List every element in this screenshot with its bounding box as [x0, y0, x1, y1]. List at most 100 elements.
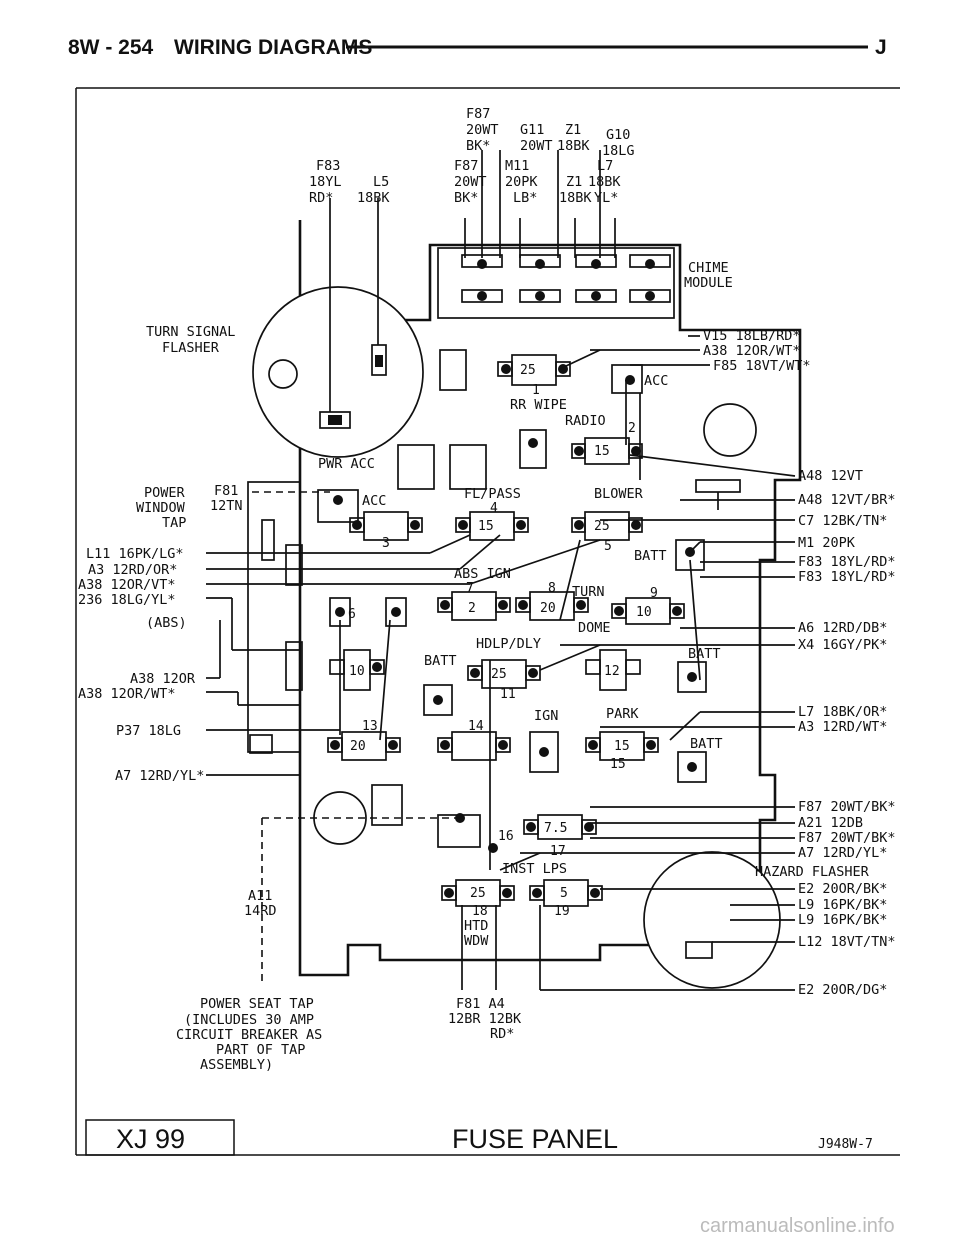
power-seat-tap-label: POWER SEAT TAP (INCLUDES 30 AMP CIRCUIT … — [176, 996, 322, 1073]
svg-text:L9 16PK/BK*: L9 16PK/BK* — [798, 897, 887, 913]
svg-text:236 18LG/YL*: 236 18LG/YL* — [78, 592, 176, 608]
footer-code: J948W-7 — [818, 1137, 873, 1152]
fuse-panel-outline — [298, 220, 802, 977]
svg-text:LB*: LB* — [513, 190, 537, 206]
footer-model: XJ 99 — [116, 1124, 185, 1154]
svg-text:18BK: 18BK — [357, 190, 390, 206]
svg-text:INST LPS: INST LPS — [502, 861, 567, 877]
header-suffix: J — [875, 36, 887, 59]
svg-text:P37 18LG: P37 18LG — [116, 723, 181, 739]
svg-text:20WT: 20WT — [520, 138, 553, 154]
chime-module — [437, 247, 675, 319]
svg-text:WDW: WDW — [464, 933, 489, 949]
svg-text:L12 18VT/TN*: L12 18VT/TN* — [798, 934, 896, 950]
svg-text:8: 8 — [548, 581, 556, 596]
svg-text:ABS IGN: ABS IGN — [454, 566, 511, 582]
svg-text:16: 16 — [498, 829, 514, 844]
svg-text:BATT: BATT — [634, 548, 667, 564]
svg-text:15: 15 — [594, 444, 610, 459]
svg-text:RADIO: RADIO — [565, 413, 606, 429]
svg-text:12TN: 12TN — [210, 498, 243, 514]
svg-text:A38 12OR/WT*: A38 12OR/WT* — [703, 343, 801, 359]
svg-text:BK*: BK* — [454, 190, 478, 206]
svg-text:Z1: Z1 — [566, 174, 582, 190]
svg-text:FL/PASS: FL/PASS — [464, 486, 521, 502]
svg-text:WINDOW: WINDOW — [136, 500, 186, 516]
svg-text:A21 12DB: A21 12DB — [798, 815, 863, 831]
header-section: 8W - 254 — [68, 36, 154, 59]
svg-text:ACC: ACC — [362, 493, 386, 509]
svg-text:PART OF TAP: PART OF TAP — [216, 1042, 305, 1058]
svg-text:F83 18YL/RD*: F83 18YL/RD* — [798, 554, 896, 570]
svg-text:E2 20OR/BK*: E2 20OR/BK* — [798, 881, 887, 897]
svg-text:A48 12VT/BR*: A48 12VT/BR* — [798, 492, 896, 508]
svg-text:PARK: PARK — [606, 706, 639, 722]
svg-text:6: 6 — [348, 607, 356, 622]
svg-text:15: 15 — [478, 519, 494, 534]
svg-text:TAP: TAP — [162, 515, 186, 531]
svg-text:L7: L7 — [597, 158, 613, 174]
svg-text:F81 A4: F81 A4 — [456, 996, 505, 1012]
svg-text:A7 12RD/YL*: A7 12RD/YL* — [115, 768, 204, 784]
svg-text:2: 2 — [628, 421, 636, 436]
svg-text:5: 5 — [604, 539, 612, 554]
svg-text:10: 10 — [636, 605, 652, 620]
top-wire-labels: F87 20WT BK* G11 20WT Z1 18BK G10 18LG F… — [309, 106, 635, 206]
svg-text:BATT: BATT — [690, 736, 723, 752]
svg-text:HTD: HTD — [464, 918, 488, 934]
svg-text:F83: F83 — [316, 158, 340, 174]
svg-text:F87 20WT/BK*: F87 20WT/BK* — [798, 830, 896, 846]
svg-text:7: 7 — [466, 581, 474, 596]
svg-text:POWER SEAT TAP: POWER SEAT TAP — [200, 996, 314, 1012]
svg-text:12BR 12BK: 12BR 12BK — [448, 1011, 522, 1027]
svg-text:RD*: RD* — [490, 1026, 514, 1042]
svg-text:M11: M11 — [505, 158, 529, 174]
turn-signal-flasher — [252, 286, 424, 458]
svg-text:4: 4 — [490, 501, 498, 516]
svg-text:YL*: YL* — [594, 190, 618, 206]
right-wire-labels: V15 18LB/RD* A38 12OR/WT* F85 18VT/WT* A… — [703, 328, 896, 998]
watermark: carmanualsonline.info — [700, 1215, 895, 1237]
svg-text:18BK: 18BK — [557, 138, 590, 154]
svg-text:ACC: ACC — [644, 373, 668, 389]
svg-text:18YL: 18YL — [309, 174, 342, 190]
svg-text:A48 12VT: A48 12VT — [798, 468, 863, 484]
svg-text:A38 12OR/VT*: A38 12OR/VT* — [78, 577, 176, 593]
svg-text:RR WIPE: RR WIPE — [510, 397, 567, 413]
svg-text:F83 18YL/RD*: F83 18YL/RD* — [798, 569, 896, 585]
svg-text:11: 11 — [500, 687, 516, 702]
svg-text:A7 12RD/YL*: A7 12RD/YL* — [798, 845, 887, 861]
svg-text:13: 13 — [362, 719, 378, 734]
svg-text:F87: F87 — [466, 106, 490, 122]
svg-text:BATT: BATT — [424, 653, 457, 669]
turn-flasher-label-1: TURN SIGNAL — [146, 324, 235, 340]
svg-text:7.5: 7.5 — [544, 821, 567, 836]
svg-text:TURN: TURN — [572, 584, 605, 600]
svg-text:20: 20 — [540, 601, 556, 616]
svg-text:G11: G11 — [520, 122, 544, 138]
svg-text:19: 19 — [554, 904, 570, 919]
abs-label: (ABS) — [146, 615, 187, 631]
svg-text:5: 5 — [560, 886, 568, 901]
header-title: WIRING DIAGRAMS — [174, 36, 372, 59]
svg-text:2: 2 — [468, 601, 476, 616]
svg-text:BATT: BATT — [688, 646, 721, 662]
svg-text:3: 3 — [382, 536, 390, 551]
right-wire-lines — [520, 335, 796, 991]
svg-text:12: 12 — [604, 664, 620, 679]
svg-text:PWR ACC: PWR ACC — [318, 456, 375, 472]
svg-text:X4 16GY/PK*: X4 16GY/PK* — [798, 637, 887, 653]
svg-text:9: 9 — [650, 586, 658, 601]
svg-text:C7 12BK/TN*: C7 12BK/TN* — [798, 513, 887, 529]
svg-text:HDLP/DLY: HDLP/DLY — [476, 636, 541, 652]
svg-text:CIRCUIT BREAKER AS: CIRCUIT BREAKER AS — [176, 1027, 322, 1043]
chime-label-2: MODULE — [684, 275, 733, 291]
svg-text:25: 25 — [470, 886, 486, 901]
svg-text:L11 16PK/LG*: L11 16PK/LG* — [86, 546, 184, 562]
svg-text:18BK: 18BK — [588, 174, 621, 190]
power-window-tap: POWER WINDOW TAP F81 12TN — [136, 483, 243, 531]
svg-text:25: 25 — [520, 363, 536, 378]
svg-text:1: 1 — [532, 383, 540, 398]
svg-text:L9 16PK/BK*: L9 16PK/BK* — [798, 912, 887, 928]
svg-text:E2 20OR/DG*: E2 20OR/DG* — [798, 982, 887, 998]
